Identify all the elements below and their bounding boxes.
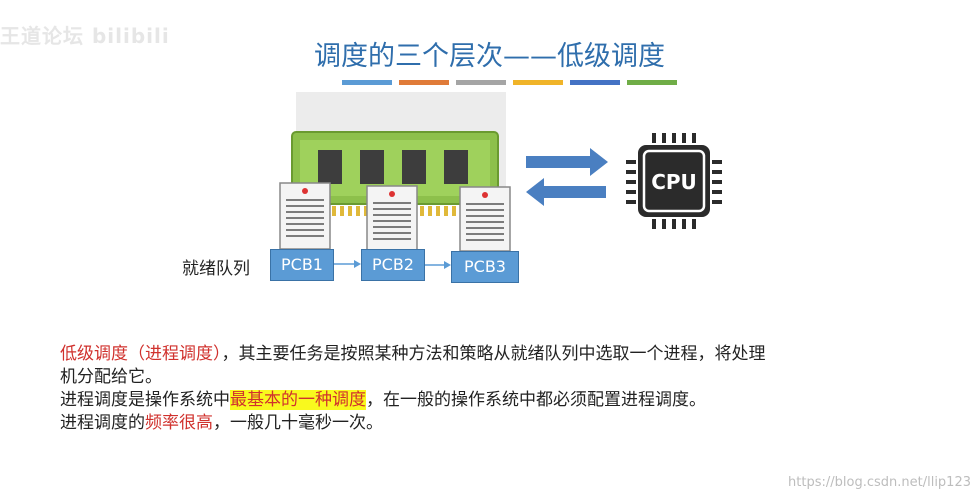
queue-arrow-1 <box>333 260 361 268</box>
color-bar-segment <box>342 80 392 85</box>
arrow-right-icon <box>526 148 608 176</box>
cpu-icon: CPU <box>626 133 722 229</box>
description-line-4: 进程调度的频率很高，一般几十毫秒一次。 <box>60 412 960 435</box>
text-span: 机分配给它。 <box>60 367 162 387</box>
queue-arrow-2 <box>424 261 451 269</box>
slide-title: 调度的三个层次——低级调度 <box>314 41 665 72</box>
term-low-level-scheduling: 低级调度（进程调度） <box>60 344 222 364</box>
pcb-box: PCB2 <box>361 249 425 281</box>
term-high-frequency: 频率很高 <box>145 413 213 433</box>
description-text: 低级调度（进程调度），其主要任务是按照某种方法和策略从就绪队列中选取一个进程，将… <box>60 343 960 435</box>
ready-queue-label: 就绪队列 <box>182 259 250 279</box>
watermark-url: https://blog.csdn.net/llip123 <box>788 475 971 490</box>
pcb-box: PCB3 <box>451 251 519 283</box>
description-line-2: 机分配给它。 <box>60 366 960 389</box>
pcb-box: PCB1 <box>270 249 334 281</box>
document-icon-3 <box>459 186 511 252</box>
color-bar-segment <box>627 80 677 85</box>
color-bar-segment <box>456 80 506 85</box>
document-icon-2 <box>366 185 418 251</box>
color-bar <box>342 80 677 85</box>
text-span: ，在一般的操作系统中都必须配置进程调度。 <box>366 390 706 410</box>
text-span: ，一般几十毫秒一次。 <box>213 413 383 433</box>
text-span: 进程调度是操作系统中 <box>60 390 230 410</box>
description-line-1: 低级调度（进程调度），其主要任务是按照某种方法和策略从就绪队列中选取一个进程，将… <box>60 343 960 366</box>
description-line-3: 进程调度是操作系统中最基本的一种调度，在一般的操作系统中都必须配置进程调度。 <box>60 389 960 412</box>
color-bar-segment <box>513 80 563 85</box>
arrow-left-icon <box>526 178 606 206</box>
cpu-label: CPU <box>651 170 697 194</box>
watermark-logo: 王道论坛 bilibili <box>0 24 170 48</box>
text-span: ，其主要任务是按照某种方法和策略从就绪队列中选取一个进程，将处理 <box>221 344 766 364</box>
highlighted-phrase: 最基本的一种调度 <box>230 390 366 410</box>
scheduling-diagram: CPU <box>279 92 722 269</box>
color-bar-segment <box>399 80 449 85</box>
document-icon-1 <box>279 182 331 250</box>
color-bar-segment <box>570 80 620 85</box>
text-span: 进程调度的 <box>60 413 145 433</box>
